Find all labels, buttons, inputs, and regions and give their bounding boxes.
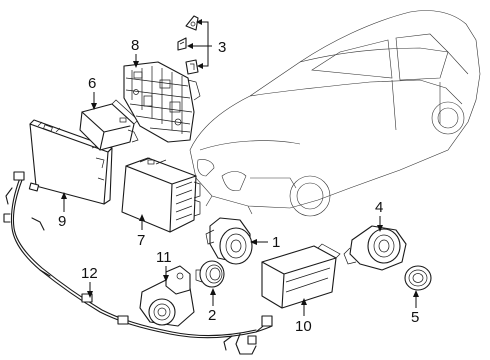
callout-8: 8 xyxy=(131,37,139,54)
callout-5: 5 xyxy=(411,309,419,326)
callout-11: 11 xyxy=(156,249,172,266)
callout-7: 7 xyxy=(137,232,145,249)
part-1-sensor xyxy=(205,217,253,265)
part-11-sensor xyxy=(139,265,195,327)
part-4-sensor xyxy=(343,225,407,271)
callout-12: 12 xyxy=(81,265,98,282)
part-7-control-unit xyxy=(121,157,201,233)
callout-10: 10 xyxy=(295,318,312,335)
part-8-bracket xyxy=(123,61,201,143)
part-12-wiring-harness xyxy=(3,171,273,355)
callout-4: 4 xyxy=(375,199,383,216)
part-9-cover-panel xyxy=(29,119,113,205)
callout-2: 2 xyxy=(208,307,216,324)
callout-3: 3 xyxy=(218,39,226,56)
callout-9: 9 xyxy=(58,213,66,230)
part-3-clips xyxy=(177,15,199,75)
part-6-module xyxy=(79,99,139,151)
vehicle-outline xyxy=(189,10,481,217)
part-5-ring xyxy=(404,265,432,291)
callout-1: 1 xyxy=(272,234,280,251)
callout-6: 6 xyxy=(88,75,96,92)
part-2-ring xyxy=(195,260,225,288)
callout-leaders xyxy=(61,19,419,316)
part-10-module xyxy=(261,243,341,309)
